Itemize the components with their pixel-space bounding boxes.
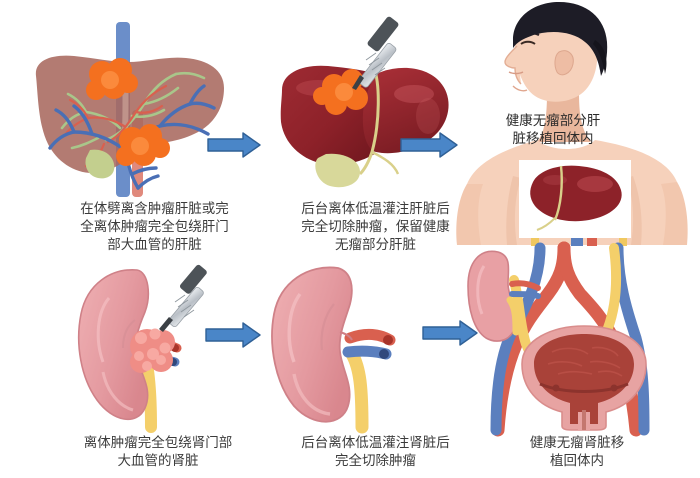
- kidney-hilum-line: [122, 319, 136, 349]
- panel-kidney-transplant: [467, 241, 700, 437]
- hair-shadow: [593, 40, 607, 74]
- torso-shadow-right: [627, 176, 642, 245]
- caption-liver-invivo: 在体劈离含肿瘤肝脏或完 全离体肿瘤完全包绕肝门 部大血管的肝脏: [80, 201, 229, 253]
- kidney-contour-lower: [292, 373, 331, 416]
- inset-liver-highlight-2: [543, 175, 567, 185]
- inset-falciform: [553, 165, 563, 221]
- gallbladder: [85, 149, 115, 179]
- eye-closed: [520, 40, 536, 45]
- scalpel-blade: [352, 75, 364, 90]
- panel-liver-resected: [268, 12, 458, 197]
- scalpel-grip: [365, 52, 386, 76]
- kidney: [467, 250, 517, 342]
- arrow-kidney-step2-to-step3: [422, 320, 478, 346]
- face-profile: [504, 45, 522, 85]
- kidney-body: [271, 266, 353, 423]
- liver-transplant-inset-label: 健康无瘤部分肝 脏移植回体内: [505, 113, 601, 147]
- tumor-cluster-hilar: [130, 328, 175, 373]
- vein-lumen: [379, 349, 389, 359]
- bladder-trigone: [539, 382, 629, 393]
- ear: [554, 50, 574, 76]
- transplanted-liver: [530, 165, 622, 222]
- hilum-notch: [339, 331, 353, 341]
- panel-kidney-tumor: [75, 262, 245, 433]
- caption-kidney-transplant: 健康无瘤肾脏移 植回体内: [529, 435, 625, 469]
- liver-highlight-right: [394, 85, 434, 103]
- hair: [513, 2, 608, 76]
- tumor-cluster-upper: [86, 58, 138, 100]
- kidney-hilum-line: [320, 303, 335, 351]
- liver-invivo-illustration: [35, 22, 225, 197]
- arm-left: [456, 184, 483, 245]
- panel-kidney-resected: [268, 262, 443, 434]
- kidney-contour-lower: [101, 371, 134, 412]
- liver-highlight-edge: [416, 98, 440, 134]
- scalpel: [159, 264, 207, 332]
- kidney-resected-illustration: [271, 266, 396, 434]
- renal-artery: [509, 280, 541, 291]
- torso-shadow-left: [506, 176, 521, 245]
- caption-kidney-resected: 后台离体低温灌注肾脏后 完全切除肿瘤: [301, 435, 450, 469]
- ureteric-orifice-left: [552, 384, 560, 392]
- inset-round-ligament: [536, 217, 556, 231]
- portal-vein-tree: [48, 84, 216, 190]
- liver-inset-box: [519, 160, 631, 238]
- vein-stub: [571, 238, 583, 246]
- kidney-tumor-illustration: [77, 264, 207, 433]
- ureter: [345, 347, 369, 434]
- urinary-system-illustration: [467, 241, 650, 437]
- caption-liver-resected: 后台离体低温灌注肝脏后 完全切除肿瘤，保留健康 无瘤部分肝脏: [301, 201, 450, 253]
- liver-resected-illustration: [280, 16, 449, 188]
- bladder-rugae: [547, 346, 623, 377]
- body-torso-illustration: [456, 2, 688, 246]
- tumor-cluster-hilar: [116, 124, 170, 166]
- arrow-kidney-step1-to-step2: [205, 322, 261, 348]
- caption-kidney-tumor: 离体肿瘤完全包绕肾门部 大血管的肾脏: [83, 435, 233, 469]
- bladder-lumen: [534, 334, 634, 424]
- gallbladder: [315, 153, 360, 188]
- chin-line: [512, 85, 528, 92]
- arrow-liver-step2-to-step3: [400, 132, 458, 158]
- tumor-lobules: [134, 328, 171, 371]
- liver-right-lobe: [361, 67, 449, 154]
- neck: [537, 92, 591, 142]
- ureteric-orifice-right: [610, 384, 618, 392]
- kidney-body: [77, 269, 150, 421]
- kidney-contour-upper: [96, 297, 111, 363]
- renal-vein: [509, 291, 541, 299]
- scalpel-blade: [159, 317, 173, 332]
- renal-pelvis-ureter: [506, 296, 520, 336]
- scalpel: [352, 16, 399, 90]
- scalpel-grip: [174, 294, 195, 318]
- kidney-contour-upper: [287, 292, 302, 363]
- arrow-liver-step1-to-step2: [207, 132, 261, 158]
- kidney-contour: [476, 265, 486, 315]
- mouth: [508, 71, 524, 75]
- round-ligament: [371, 150, 400, 175]
- panel-liver-invivo: [28, 22, 233, 197]
- ureter-stub-left: [531, 238, 539, 246]
- falciform-cord: [358, 67, 380, 176]
- panel-liver-transplant: [455, 0, 700, 246]
- inset-liver-highlight: [577, 176, 613, 192]
- artery-stub: [587, 238, 597, 246]
- arm-right: [661, 182, 688, 245]
- artery-lumen: [383, 335, 393, 345]
- ureter-stub-right: [619, 238, 627, 246]
